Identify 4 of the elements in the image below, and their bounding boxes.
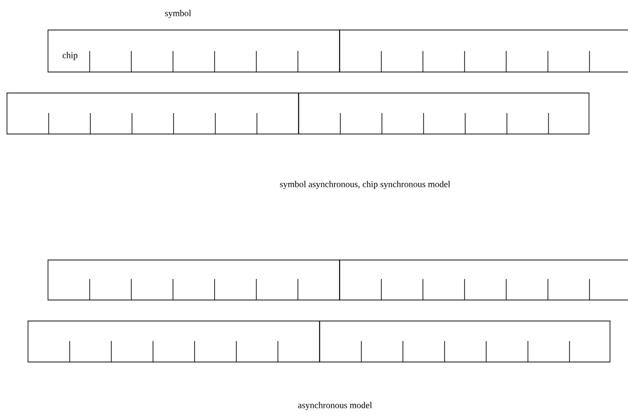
caption: symbol asynchronous, chip synchronous model bbox=[280, 180, 450, 190]
axis-label: symbol bbox=[165, 10, 192, 18]
caption: asynchronous model bbox=[298, 402, 372, 410]
axis-label: chip bbox=[62, 52, 78, 60]
